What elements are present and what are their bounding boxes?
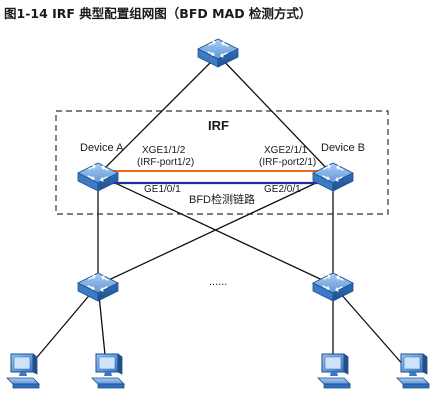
device-b-switch-icon xyxy=(312,162,354,192)
irf-port-b-label: (IRF-port2/1) xyxy=(259,157,317,168)
uplink-a xyxy=(97,54,219,176)
access-switch-right-icon xyxy=(312,272,354,302)
bfd-link-label: BFD检测链路 xyxy=(189,194,255,206)
core-switch-icon xyxy=(197,38,239,68)
irf-port-b-interface: XGE2/1/1 xyxy=(264,145,308,156)
device-a-label: Device A xyxy=(80,142,124,154)
irf-domain-label: IRF xyxy=(208,118,229,133)
connection-lines xyxy=(21,54,413,376)
figure-title: 图1-14 IRF 典型配置组网图（BFD MAD 检测方式） xyxy=(4,6,312,21)
bfd-port-b: GE2/0/1 xyxy=(264,184,301,195)
uplink-b xyxy=(217,54,334,176)
pc-3-icon xyxy=(317,353,351,389)
device-a-switch-icon xyxy=(77,162,119,192)
pc-1-icon xyxy=(6,353,40,389)
irf-domain-boundary xyxy=(55,110,389,215)
access-switch-left-icon xyxy=(77,272,119,302)
link-b-access-left xyxy=(97,174,334,286)
irf-port-a-label: (IRF-port1/2) xyxy=(137,157,195,168)
irf-port-a-interface: XGE1/1/2 xyxy=(142,145,186,156)
pc-4-icon xyxy=(396,353,430,389)
pc-2-icon xyxy=(91,353,125,389)
access-ellipsis: ...... xyxy=(209,276,228,288)
bfd-port-a: GE1/0/1 xyxy=(144,184,181,195)
device-b-label: Device B xyxy=(321,142,366,154)
link-access-right-pc4 xyxy=(332,284,413,376)
